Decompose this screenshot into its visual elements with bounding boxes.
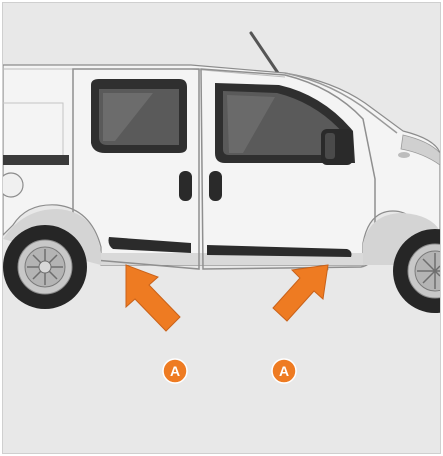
sliding-door-handle	[179, 171, 192, 201]
marker-a-right-label: A	[279, 363, 289, 379]
rear-side-strip	[3, 155, 69, 165]
fuel-cap	[3, 173, 23, 197]
side-mirror-highlight	[325, 133, 335, 159]
front-door-handle	[209, 171, 222, 201]
marker-a-left-label: A	[170, 363, 180, 379]
indicator	[398, 152, 410, 158]
marker-a-right: A	[272, 359, 296, 383]
marker-a-left: A	[163, 359, 187, 383]
van-illustration: A A	[3, 3, 440, 453]
